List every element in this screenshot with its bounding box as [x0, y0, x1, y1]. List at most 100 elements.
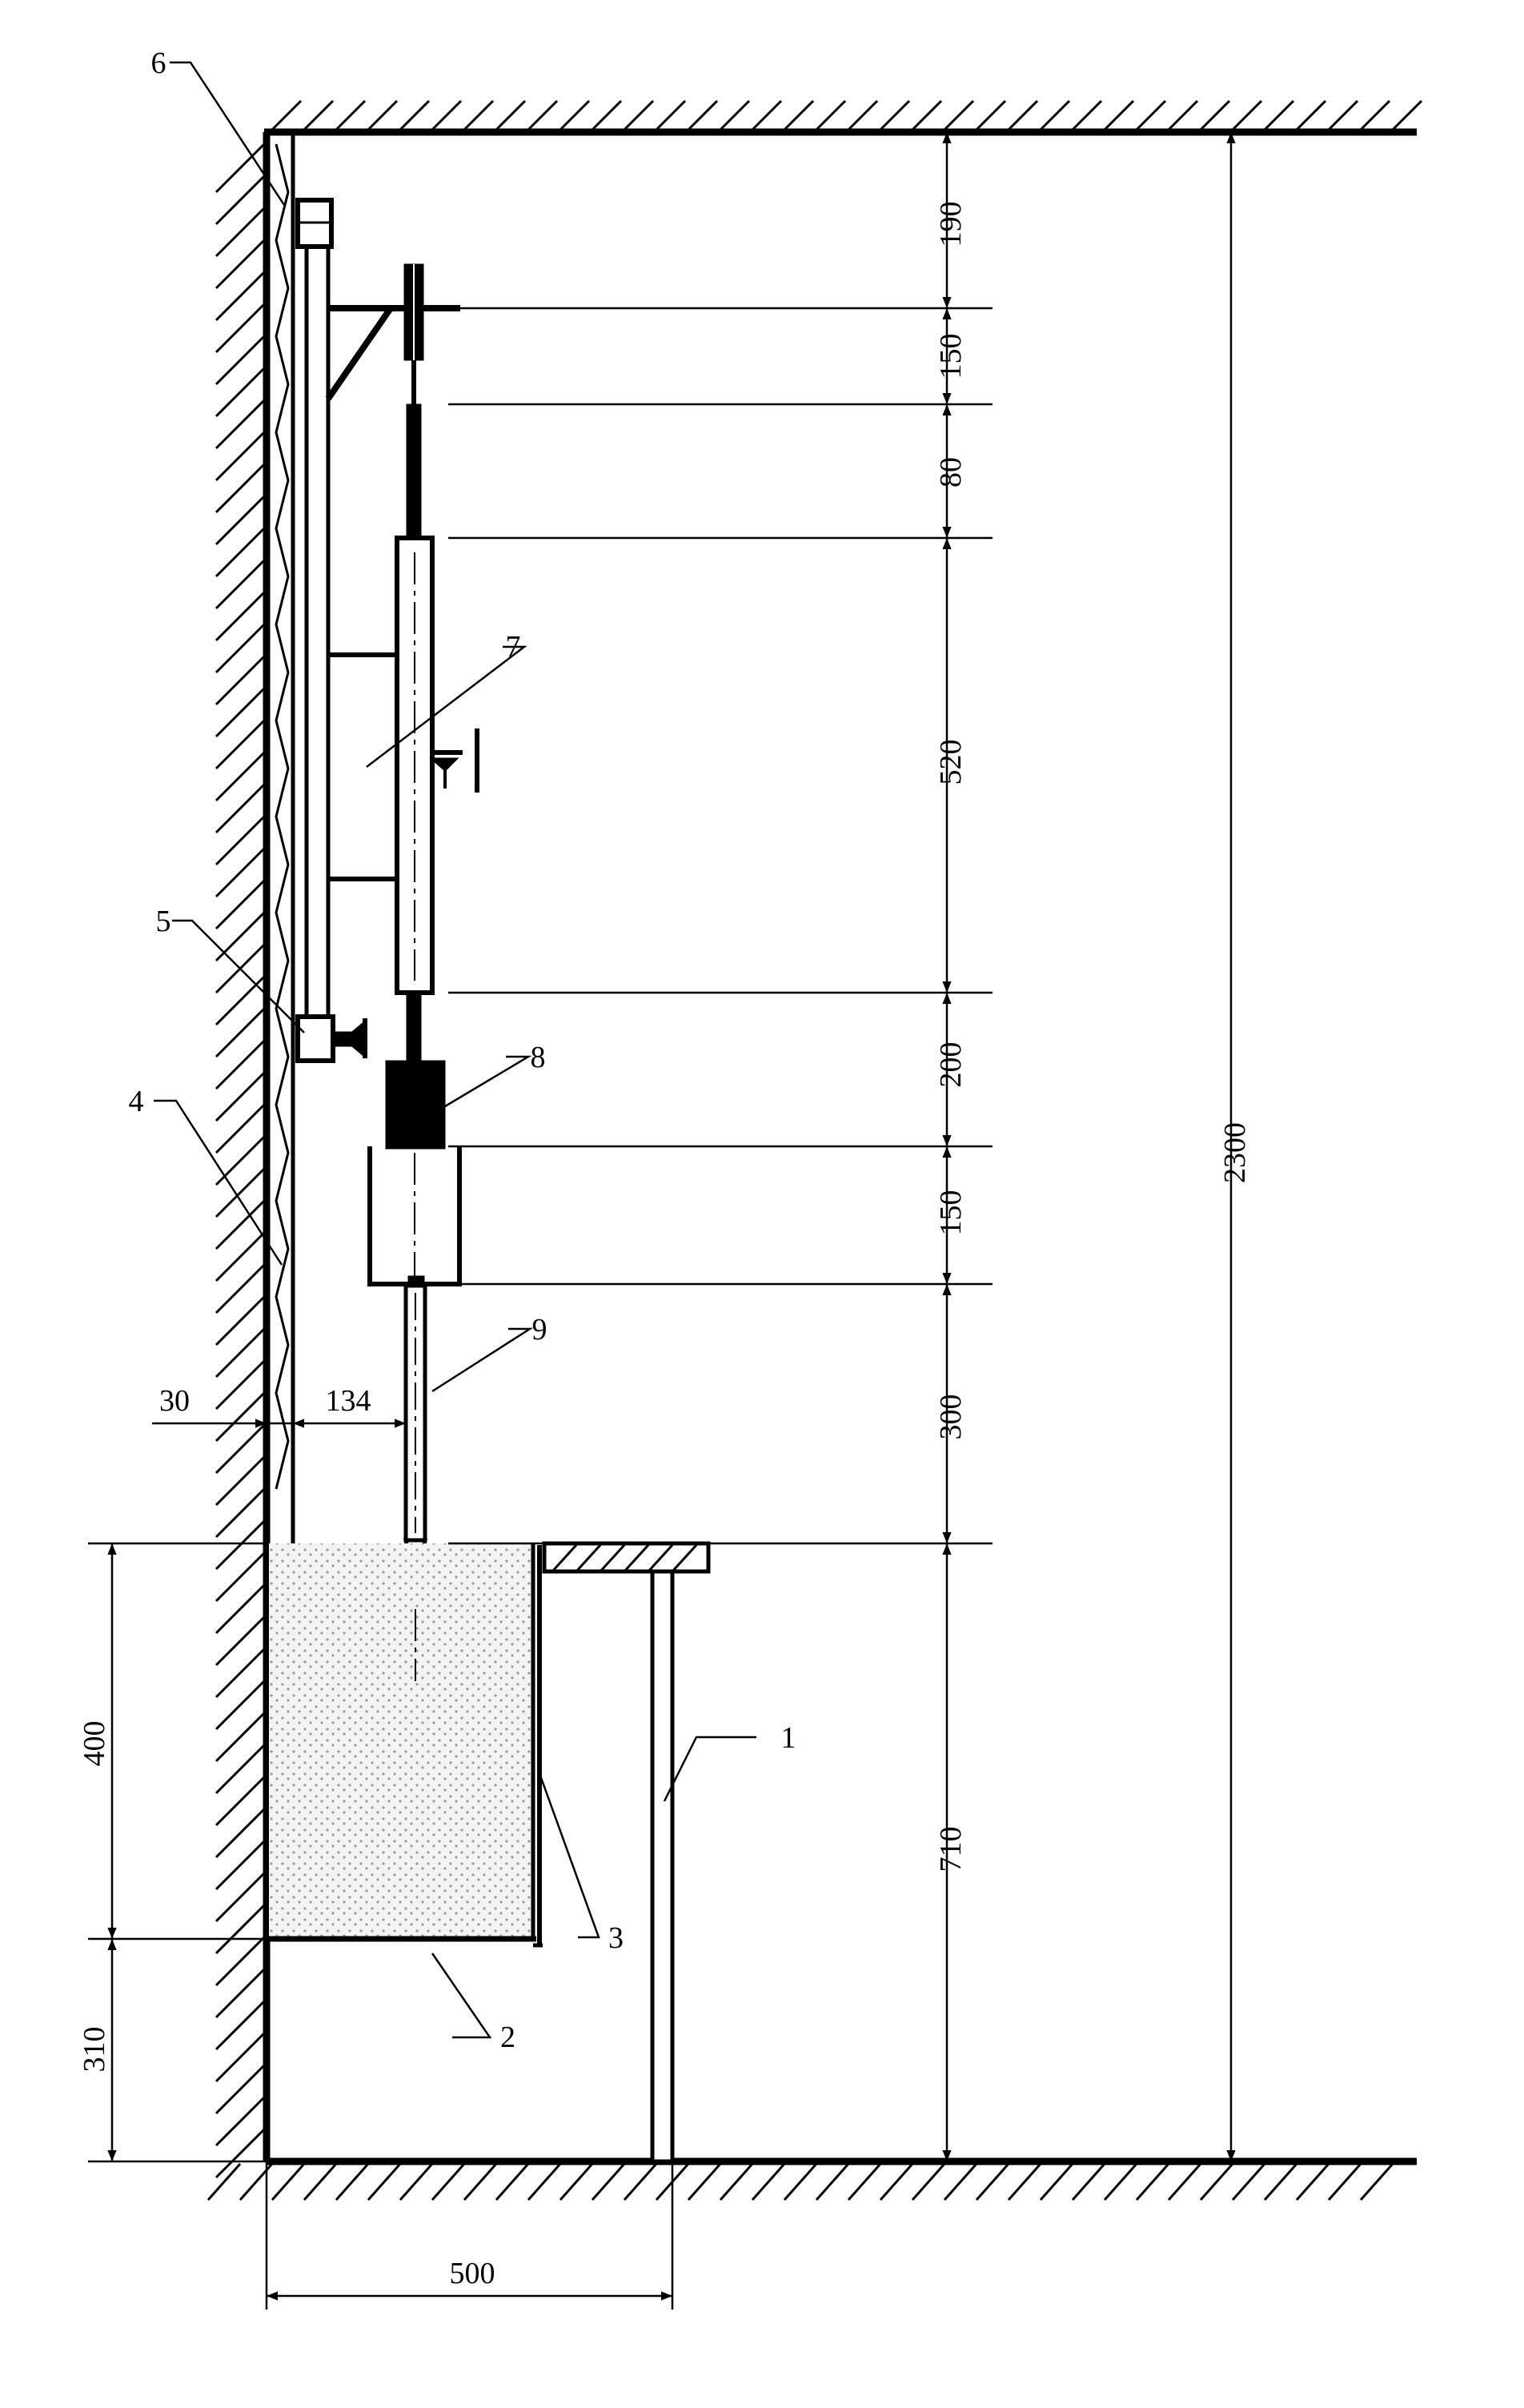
hatch-mark [215, 1680, 266, 1731]
weight-assembly [385, 992, 446, 1150]
callout-9: 9 [532, 1313, 547, 1346]
dim-150-lower: 150 [934, 1190, 968, 1236]
weight-block [385, 1060, 446, 1150]
hatch-mark [215, 142, 266, 194]
table-leg [650, 1569, 675, 2164]
dim-500: 500 [450, 2257, 495, 2290]
hatch-mark [1135, 2163, 1170, 2201]
hatch-mark [215, 1904, 266, 1955]
dim-80: 80 [934, 457, 968, 488]
hatch-mark [879, 2163, 914, 2201]
hatch-mark [215, 1487, 266, 1539]
hatch-mark [943, 99, 975, 131]
hatch-mark [215, 1263, 266, 1314]
hatch-mark [751, 99, 783, 131]
hatch-mark [1071, 2163, 1106, 2201]
hatch-mark [623, 99, 655, 131]
hatch-mark [271, 99, 303, 131]
hatch-mark [1231, 2163, 1266, 2201]
guide-rail [304, 200, 331, 1033]
hatch-mark [215, 1423, 266, 1475]
hatch-mark [783, 99, 815, 131]
hatch-mark [215, 303, 266, 354]
hatch-mark [215, 1615, 266, 1667]
hatch-mark [559, 2163, 594, 2201]
hatch-mark [215, 879, 266, 930]
hatch-mark [559, 99, 591, 131]
hatch-mark [215, 1007, 266, 1058]
callout-7: 7 [506, 630, 521, 664]
hatch-mark [215, 367, 266, 418]
hatch-mark [1263, 2163, 1298, 2201]
dim-710: 710 [934, 1827, 968, 1872]
hatch-mark [215, 1103, 266, 1154]
soil-sample [269, 1543, 533, 1939]
hatch-mark [1295, 99, 1327, 131]
hatch-mark [215, 655, 266, 706]
dim-300: 300 [934, 1395, 968, 1440]
hatch-mark [623, 2163, 658, 2201]
hatch-mark [1103, 2163, 1138, 2201]
cylinder-valve [429, 757, 459, 773]
hatch-mark [215, 847, 266, 898]
hatch-mark [335, 2163, 370, 2201]
hatch-mark [399, 2163, 434, 2201]
cylinder-assembly [328, 536, 479, 995]
hatch-mark [847, 2163, 882, 2201]
dim-total-2300: 2300 [1218, 1122, 1252, 1183]
hatch-mark [215, 1039, 266, 1090]
hatch-mark [215, 1327, 266, 1379]
hatch-mark [527, 99, 559, 131]
hatch-mark [1327, 99, 1359, 131]
upper-rod [406, 360, 422, 537]
wall-truss [275, 143, 290, 1490]
floor-hatching [207, 2163, 1394, 2201]
hatch-mark [215, 1455, 266, 1507]
dim-520: 520 [934, 740, 968, 785]
hatch-mark [431, 2163, 466, 2201]
callout-4: 4 [129, 1085, 144, 1118]
hatch-mark [463, 2163, 498, 2201]
hatch-mark [1295, 2163, 1330, 2201]
hatch-mark [215, 271, 266, 322]
hatch-mark [943, 2163, 978, 2201]
hatch-mark [215, 1391, 266, 1443]
hatch-mark [215, 1359, 266, 1411]
hatch-mark [215, 1776, 266, 1827]
hatch-mark [719, 2163, 754, 2201]
hatch-mark [215, 495, 266, 546]
callout-6: 6 [151, 46, 166, 80]
hatch-mark [1167, 99, 1199, 131]
hatch-mark [215, 1647, 266, 1699]
hatch-mark [215, 431, 266, 482]
hatch-mark [215, 207, 266, 258]
hatch-mark [215, 1167, 266, 1218]
hatch-mark [215, 1551, 266, 1603]
hatch-mark [215, 1583, 266, 1635]
hatch-mark [815, 99, 847, 131]
hatch-mark [215, 1744, 266, 1795]
hatch-mark [495, 99, 527, 131]
hatch-mark [1199, 99, 1231, 131]
hatch-mark [215, 1968, 266, 2019]
dim-200: 200 [934, 1042, 968, 1088]
hatch-mark [399, 99, 431, 131]
hatch-mark [215, 559, 266, 610]
hatch-mark [1103, 99, 1135, 131]
dimension-lines [88, 130, 1236, 2310]
hatch-mark [975, 2163, 1010, 2201]
hatch-mark [215, 1712, 266, 1763]
hatch-mark [975, 99, 1007, 131]
hatch-mark [215, 1840, 266, 1891]
hatch-mark [911, 2163, 946, 2201]
callout-8: 8 [531, 1041, 546, 1074]
hatch-mark [303, 99, 335, 131]
hatch-mark [215, 239, 266, 290]
hatch-mark [215, 2096, 266, 2147]
hatch-mark [1167, 2163, 1202, 2201]
hatch-mark [215, 815, 266, 866]
hatch-mark [1071, 99, 1103, 131]
hatch-mark [215, 1519, 266, 1571]
hatch-mark [431, 99, 463, 131]
hatch-mark [1199, 2163, 1234, 2201]
